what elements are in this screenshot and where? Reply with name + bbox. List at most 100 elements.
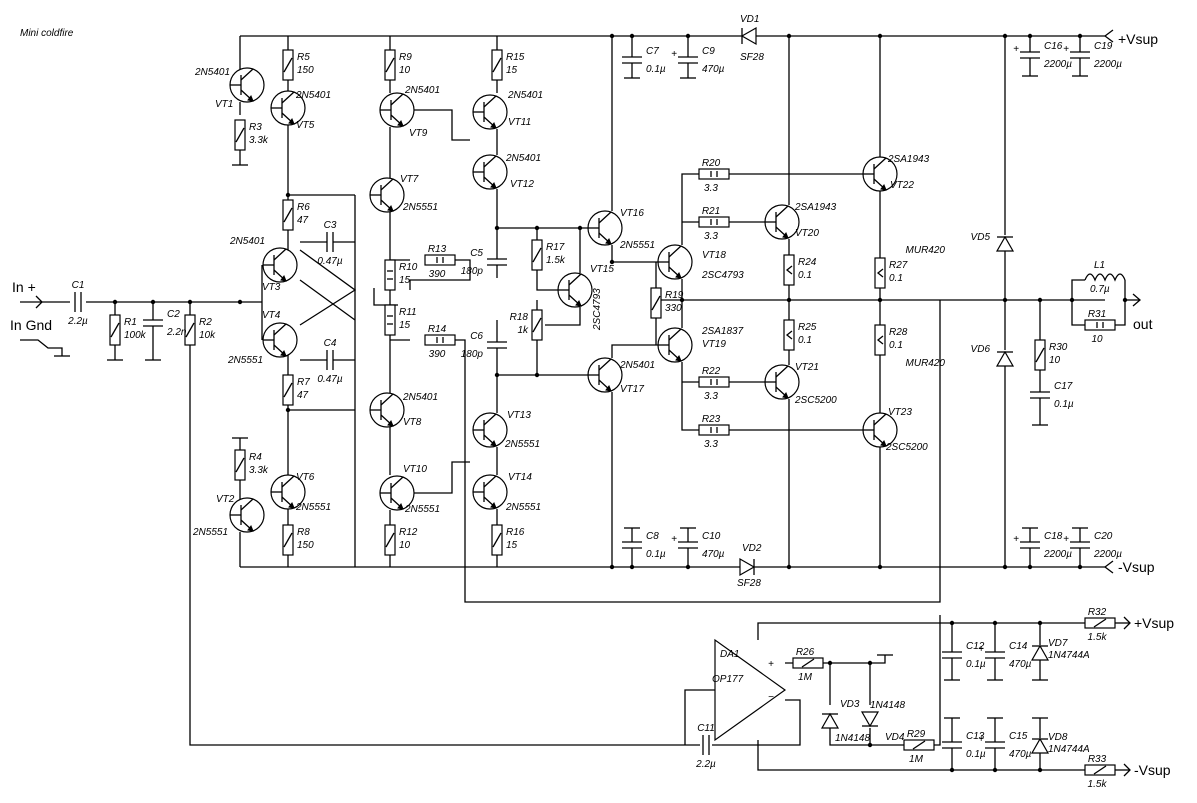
diode-type: MUR420 <box>906 358 946 369</box>
polarity-mark: + <box>1013 44 1019 55</box>
resistor-value: 0.1 <box>889 340 903 351</box>
resistor-value: 47 <box>297 390 309 401</box>
transistor-ref: VT19 <box>702 339 726 350</box>
transistor-vt16 <box>587 210 623 246</box>
resistor-value: 3.3 <box>704 391 718 402</box>
resistor-value: 3.3 <box>704 183 718 194</box>
resistor-r30 <box>1034 339 1046 371</box>
capacitor-value: 180p <box>461 349 484 360</box>
diode-vd3 <box>820 712 840 729</box>
transistor-ref: VT17 <box>620 384 644 395</box>
resistor-value: 10 <box>399 65 411 76</box>
capacitor-ref: C16 <box>1044 41 1063 52</box>
transistor-ref: VT11 <box>508 117 531 128</box>
transistor-type: 2SA1837 <box>701 326 744 337</box>
resistor-ref: R33 <box>1088 754 1107 765</box>
resistor-ref: R1 <box>124 317 137 328</box>
capacitor-ref: C11 <box>697 723 715 734</box>
resistor-value: 390 <box>429 349 446 360</box>
resistor-r23 <box>698 424 730 436</box>
capacitor-ref: C1 <box>72 280 85 291</box>
transistor-type: 2SC5200 <box>885 442 928 453</box>
transistor-ref: VT21 <box>795 362 819 373</box>
resistor-ref: R15 <box>506 52 525 63</box>
resistor-r16 <box>491 524 503 556</box>
transistor-vt15 <box>557 272 593 308</box>
net-label-vsup-pos: +Vsup <box>1118 31 1158 47</box>
opamp-type: OP177 <box>712 674 744 685</box>
diode-ref: VD4 <box>885 732 905 743</box>
wires <box>20 29 1141 777</box>
capacitor-c20 <box>1070 541 1090 549</box>
resistor-r29 <box>903 739 935 751</box>
resistor-r17 <box>531 239 543 271</box>
resistor-value: 15 <box>506 65 518 76</box>
resistor-value: 0.1 <box>798 270 812 281</box>
transistor-vt18 <box>657 244 693 280</box>
resistor-ref: R10 <box>399 262 418 273</box>
transistor-ref: VT2 <box>216 494 235 505</box>
diode-ref: VD8 <box>1048 732 1068 743</box>
resistor-r6 <box>282 199 294 231</box>
resistor-ref: R8 <box>297 527 310 538</box>
resistor-r28 <box>874 324 886 356</box>
resistor-r27 <box>874 257 886 289</box>
resistor-value: 3.3 <box>704 439 718 450</box>
transistor-vt13 <box>472 412 508 448</box>
resistor-r19 <box>650 287 662 319</box>
capacitor-ref: C17 <box>1054 381 1073 392</box>
capacitor-value: 2200µ <box>1093 59 1122 70</box>
resistor-ref: R27 <box>889 260 908 271</box>
inductor-value: 0.7µ <box>1090 284 1110 295</box>
capacitor-value: 0.47µ <box>317 256 342 267</box>
transistor-type: 2N5551 <box>504 439 540 450</box>
resistor-r18 <box>531 309 543 341</box>
schematic-title: Mini coldfire <box>20 28 74 39</box>
capacitor-c3 <box>326 232 334 252</box>
resistor-value: 0.1 <box>798 335 812 346</box>
capacitor-value: 0.1µ <box>646 64 666 75</box>
diode-vd7 <box>1030 644 1050 661</box>
resistor-value: 10 <box>399 540 411 551</box>
transistor-ref: VT5 <box>296 120 315 131</box>
net-label-servo-vsup-neg: -Vsup <box>1134 762 1171 778</box>
capacitor-value: 2.2n <box>166 327 187 338</box>
resistor-r4 <box>234 449 246 481</box>
resistor-r22 <box>698 376 730 388</box>
capacitor-ref: C4 <box>324 338 337 349</box>
transistor-vt5 <box>270 90 306 126</box>
resistor-value: 390 <box>429 269 446 280</box>
transistor-ref: VT20 <box>795 228 819 239</box>
diode-type: 1N4744A <box>1048 650 1090 661</box>
resistor-ref: R31 <box>1088 309 1106 320</box>
capacitor-value: 470µ <box>1009 659 1032 670</box>
capacitor-ref: C19 <box>1094 41 1113 52</box>
transistor-ref: VT1 <box>215 99 233 110</box>
net-label-in-pos: In + <box>12 279 36 295</box>
resistor-value: 1M <box>909 754 924 765</box>
transistor-type: 2N5551 <box>227 355 263 366</box>
capacitor-c14 <box>985 651 1005 659</box>
capacitor-c5 <box>487 258 507 266</box>
resistor-ref: R29 <box>907 729 926 740</box>
resistor-value: 10 <box>1091 334 1103 345</box>
transistor-type: 2N5551 <box>192 527 228 538</box>
polarity-mark: + <box>1063 534 1069 545</box>
transistor-ref: VT12 <box>510 179 534 190</box>
resistor-value: 3.3k <box>249 465 269 476</box>
transistor-type: 2N5401 <box>295 90 331 101</box>
transistor-type: 2SA1943 <box>794 202 837 213</box>
resistor-ref: R22 <box>702 366 721 377</box>
diode-vd4 <box>860 711 880 728</box>
transistor-ref: VT6 <box>296 472 315 483</box>
diode-type: 1N4148 <box>870 700 905 711</box>
capacitor-ref: C12 <box>966 641 985 652</box>
net-label-servo-vsup-pos: +Vsup <box>1134 615 1174 631</box>
transistor-type: 2N5401 <box>194 67 230 78</box>
resistor-value: 15 <box>399 320 411 331</box>
resistor-ref: R25 <box>798 322 817 333</box>
capacitor-ref: C7 <box>646 46 659 57</box>
capacitor-c12 <box>942 651 962 659</box>
resistor-r21 <box>698 216 730 228</box>
transistor-vt22 <box>862 156 898 192</box>
